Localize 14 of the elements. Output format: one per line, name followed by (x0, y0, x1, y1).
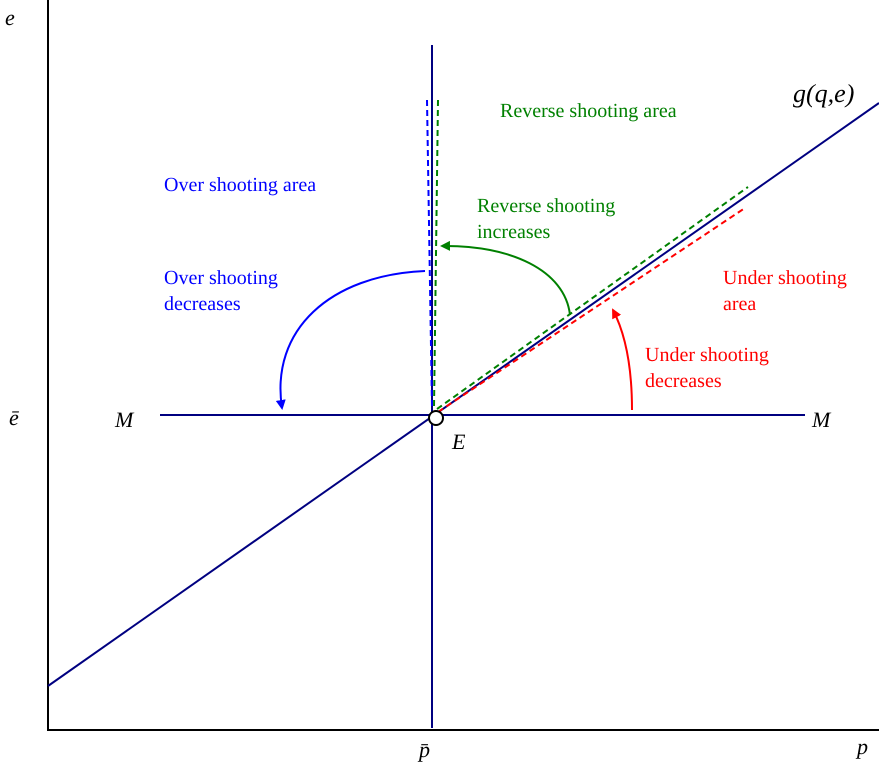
annotation: Over shooting decreases (164, 266, 279, 317)
annotation: Reverse shooting increases (477, 194, 616, 245)
axis-label: e (5, 4, 15, 32)
point-label: E (452, 428, 466, 456)
area-label: Reverse shooting area (500, 99, 677, 124)
axis-value-label: ē (9, 404, 19, 432)
line-label: M (812, 406, 830, 434)
line-label: M (115, 406, 134, 434)
axis-label: p (857, 733, 868, 761)
annotation: Under shooting decreases (645, 343, 770, 394)
area-label: Under shooting area (723, 266, 848, 317)
area-label: Over shooting area (164, 173, 316, 198)
axis-value-label: p̄ (419, 736, 430, 764)
curve-label: g(q,e) (793, 78, 854, 110)
